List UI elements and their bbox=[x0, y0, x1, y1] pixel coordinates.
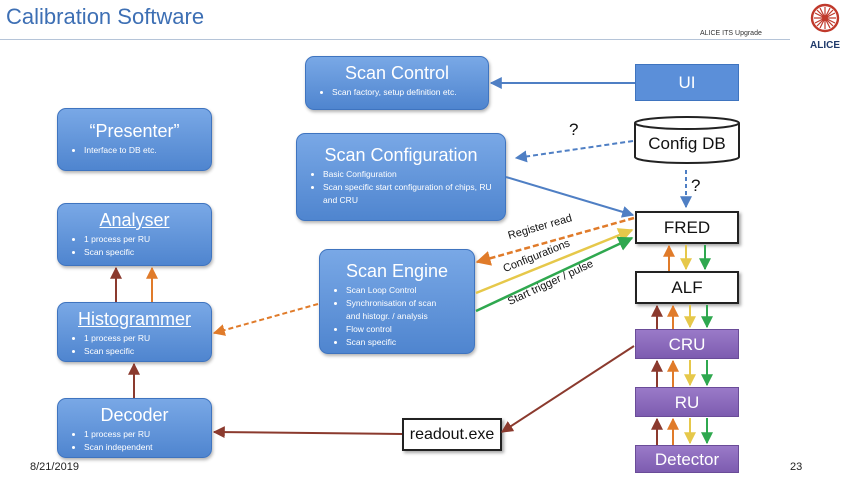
slide-page-number: 23 bbox=[790, 461, 803, 473]
analyser-box: Analyser 1 process per RU Scan specific bbox=[57, 203, 212, 266]
analyser-item: Scan specific bbox=[84, 246, 205, 259]
alice-logo-text: ALICE bbox=[810, 40, 840, 51]
detector-node: Detector bbox=[635, 445, 739, 473]
scan-engine-item: Flow control bbox=[346, 323, 468, 336]
arrow-start-trigger bbox=[475, 236, 634, 313]
histogrammer-item: 1 process per RU bbox=[84, 332, 205, 345]
scan-configuration-item: Scan specific start configuration of chi… bbox=[323, 181, 499, 207]
slide-subtitle: ALICE ITS Upgrade bbox=[700, 30, 762, 37]
scan-control-title: Scan Control bbox=[344, 63, 450, 83]
arrow-configdb-to-scan-configuration bbox=[514, 140, 634, 163]
presenter-title: “Presenter” bbox=[89, 121, 180, 141]
scan-control-box: Scan Control Scan factory, setup definit… bbox=[305, 56, 489, 110]
readout-node: readout.exe bbox=[402, 418, 502, 451]
cru-node: CRU bbox=[635, 329, 739, 359]
histogrammer-item: Scan specific bbox=[84, 345, 205, 358]
presenter-box: “Presenter” Interface to DB etc. bbox=[57, 108, 212, 171]
question-mark-fred: ? bbox=[691, 176, 701, 195]
analyser-title: Analyser bbox=[99, 210, 170, 230]
scan-engine-item: Synchronisation of scan bbox=[346, 297, 468, 310]
arrow-register-read bbox=[475, 216, 635, 266]
histogrammer-title: Histogrammer bbox=[77, 309, 192, 329]
arrow-scan-configuration-to-fred bbox=[505, 176, 635, 218]
scan-configuration-box: Scan Configuration Basic Configuration S… bbox=[296, 133, 506, 221]
scan-engine-item: Scan Loop Control bbox=[346, 284, 468, 297]
scan-engine-title: Scan Engine bbox=[345, 261, 449, 281]
decoder-item: 1 process per RU bbox=[84, 428, 205, 441]
arrow-cru-to-readout bbox=[500, 345, 635, 433]
alice-logo-icon: ALICE bbox=[810, 3, 840, 51]
ru-node: RU bbox=[635, 387, 739, 417]
alice-logo: ALICE bbox=[803, 2, 847, 52]
decoder-title: Decoder bbox=[100, 405, 169, 425]
question-mark-configdb: ? bbox=[569, 120, 579, 139]
config-db-label: Config DB bbox=[648, 134, 725, 153]
scan-engine-item: Scan specific bbox=[346, 336, 468, 349]
alf-node: ALF bbox=[635, 271, 739, 304]
arrow-readout-to-decoder bbox=[212, 426, 403, 439]
arrow-configurations bbox=[475, 228, 634, 295]
scan-engine-item: and histogr. / analysis bbox=[346, 311, 428, 321]
presenter-item: Interface to DB etc. bbox=[84, 144, 205, 157]
slide-date: 8/21/2019 bbox=[30, 461, 79, 473]
scan-configuration-item: Basic Configuration bbox=[323, 168, 499, 181]
title-divider bbox=[0, 39, 790, 40]
decoder-box: Decoder 1 process per RU Scan independen… bbox=[57, 398, 212, 458]
scan-configuration-title: Scan Configuration bbox=[324, 145, 478, 165]
scan-engine-box: Scan Engine Scan Loop Control Synchronis… bbox=[319, 249, 475, 354]
arrow-scan-engine-to-histogrammer bbox=[212, 303, 319, 336]
ui-node: UI bbox=[635, 64, 739, 101]
analyser-item: 1 process per RU bbox=[84, 233, 205, 246]
scan-control-item: Scan factory, setup definition etc. bbox=[332, 86, 482, 99]
histogrammer-box: Histogrammer 1 process per RU Scan speci… bbox=[57, 302, 212, 362]
slide-title: Calibration Software bbox=[6, 4, 205, 29]
fred-node: FRED bbox=[635, 211, 739, 244]
config-db-node: Config DB bbox=[634, 116, 740, 164]
decoder-item: Scan independent bbox=[84, 441, 205, 454]
